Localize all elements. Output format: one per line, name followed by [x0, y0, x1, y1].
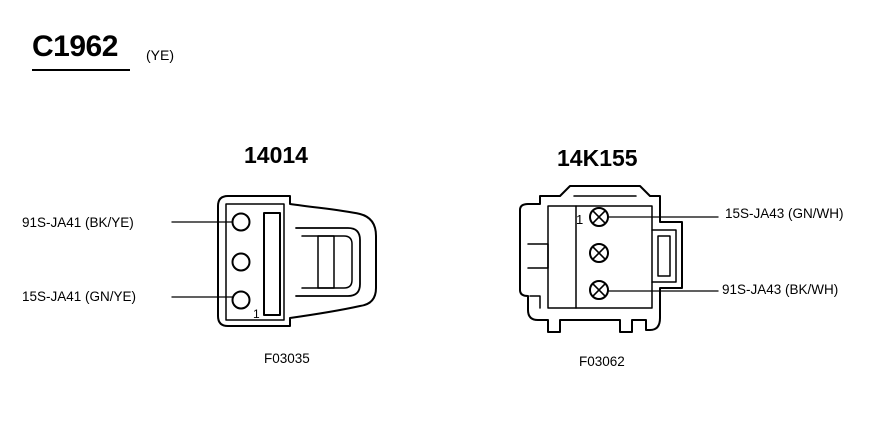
pin-cavity-b-middle [589, 243, 609, 263]
pin-cavity-b-bottom [589, 280, 609, 300]
pin-cavity-a-middle [231, 252, 251, 272]
connector-a-wire-label-bottom: 15S-JA41 (GN/YE) [22, 289, 137, 304]
connector-a-wire-label-top: 91S-JA41 (BK/YE) [22, 215, 134, 230]
connector-a-figure-ref: F03035 [264, 351, 310, 366]
connector-b-part-number: 14K155 [557, 145, 638, 171]
connector-b-pin1-marker: 1 [576, 212, 583, 227]
connector-b-figure-ref: F03062 [579, 354, 625, 369]
title-underline [32, 69, 130, 71]
pin-cavity-a-bottom [231, 290, 251, 310]
connector-id-title: C1962 [32, 30, 118, 63]
connector-a-pin1-marker: 1 [253, 307, 260, 321]
pin-cavity-b-top [589, 207, 609, 227]
connector-color-code: (YE) [146, 47, 174, 63]
connector-a-pins [231, 212, 251, 310]
connector-b-wire-label-top: 15S-JA43 (GN/WH) [725, 206, 844, 221]
pin-cavity-a-top [231, 212, 251, 232]
connector-a-face [217, 195, 377, 327]
connector-b-wire-label-bottom: 91S-JA43 (BK/WH) [722, 282, 839, 297]
connector-b-face [519, 185, 683, 333]
connector-b-pins [589, 207, 609, 300]
connector-a-part-number: 14014 [244, 142, 308, 168]
